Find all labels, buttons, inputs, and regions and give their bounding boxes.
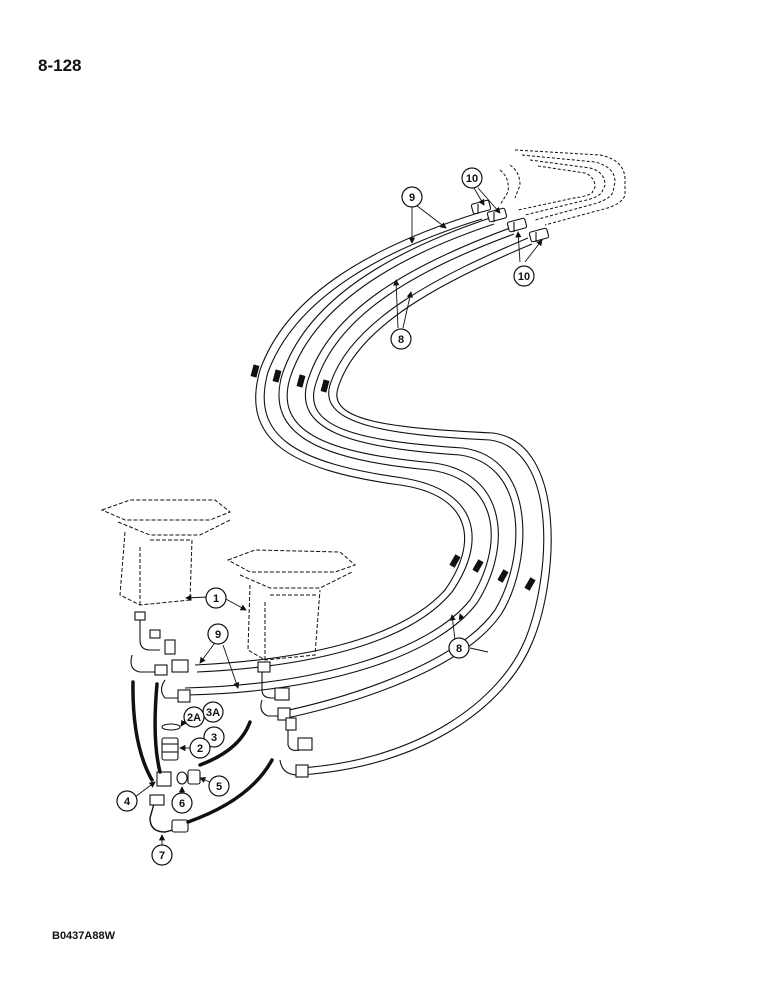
upper-tube-bundle	[499, 149, 626, 226]
svg-text:4: 4	[124, 796, 131, 808]
callout-5: 5	[208, 775, 230, 797]
adapter-2	[161, 737, 179, 761]
hose-a-inner	[196, 218, 483, 673]
hose-sleeves	[250, 364, 536, 591]
svg-text:9: 9	[409, 192, 415, 204]
svg-text:2: 2	[197, 743, 203, 755]
callout-6: 6	[171, 792, 193, 814]
callout-3: 3	[203, 726, 225, 748]
exploded-fittings	[149, 723, 201, 833]
left-cylinder	[100, 499, 231, 606]
svg-text:8: 8	[398, 334, 404, 346]
svg-text:10: 10	[518, 271, 530, 283]
callout-9-top: 9	[401, 186, 423, 208]
hose-d-outer	[299, 237, 545, 769]
callout-1: 1	[205, 587, 227, 609]
left-cylinder-fittings	[130, 611, 191, 703]
right-cylinder-fittings	[257, 661, 313, 778]
hose-group	[184, 212, 552, 776]
svg-text:6: 6	[179, 798, 185, 810]
page-number: 8-128	[38, 56, 82, 75]
hose-b-inner	[186, 223, 499, 696]
callout-3a: 3A	[202, 701, 224, 723]
bracket-arcs	[131, 680, 274, 824]
right-cylinder	[226, 549, 356, 661]
hose-c-inner	[281, 233, 524, 720]
illustration-reference-code: B0437A88W	[52, 930, 115, 942]
callout-10-top: 10	[461, 167, 483, 189]
callout-8-top: 8	[390, 328, 412, 350]
svg-text:2A: 2A	[187, 712, 201, 724]
washer-6	[176, 771, 188, 785]
svg-text:8: 8	[456, 643, 462, 655]
hose-a-outer	[194, 212, 479, 666]
callout-10-bottom: 10	[513, 265, 535, 287]
callout-7: 7	[151, 844, 173, 866]
svg-text:7: 7	[159, 850, 165, 862]
tee-4	[156, 771, 172, 787]
callout-2a: 2A	[183, 706, 205, 728]
callout-4: 4	[116, 790, 138, 812]
hose-b-outer	[184, 217, 492, 689]
callout-8-bottom: 8	[448, 637, 470, 659]
svg-text:5: 5	[216, 781, 222, 793]
svg-text:3: 3	[211, 732, 217, 744]
elbow-7	[149, 799, 181, 833]
svg-text:3A: 3A	[206, 707, 220, 719]
svg-text:10: 10	[466, 173, 478, 185]
fitting-5	[187, 769, 201, 785]
o-ring-2a	[161, 723, 181, 731]
hose-d-inner	[299, 243, 552, 776]
callout-9-bottom: 9	[207, 623, 229, 645]
hose-c-outer	[279, 227, 517, 713]
leader-lines	[134, 187, 543, 845]
callout-2: 2	[189, 737, 211, 759]
svg-text:1: 1	[213, 593, 219, 605]
svg-text:9: 9	[215, 629, 221, 641]
